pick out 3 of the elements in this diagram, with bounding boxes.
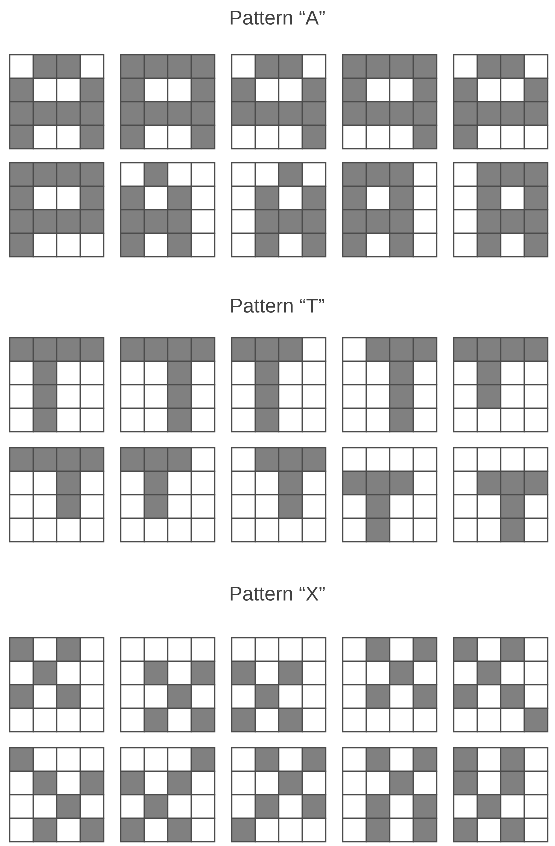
heading: Pattern “A” <box>230 11 325 25</box>
heading: Pattern “X” <box>230 587 325 601</box>
heading: Pattern “T” <box>232 299 324 313</box>
